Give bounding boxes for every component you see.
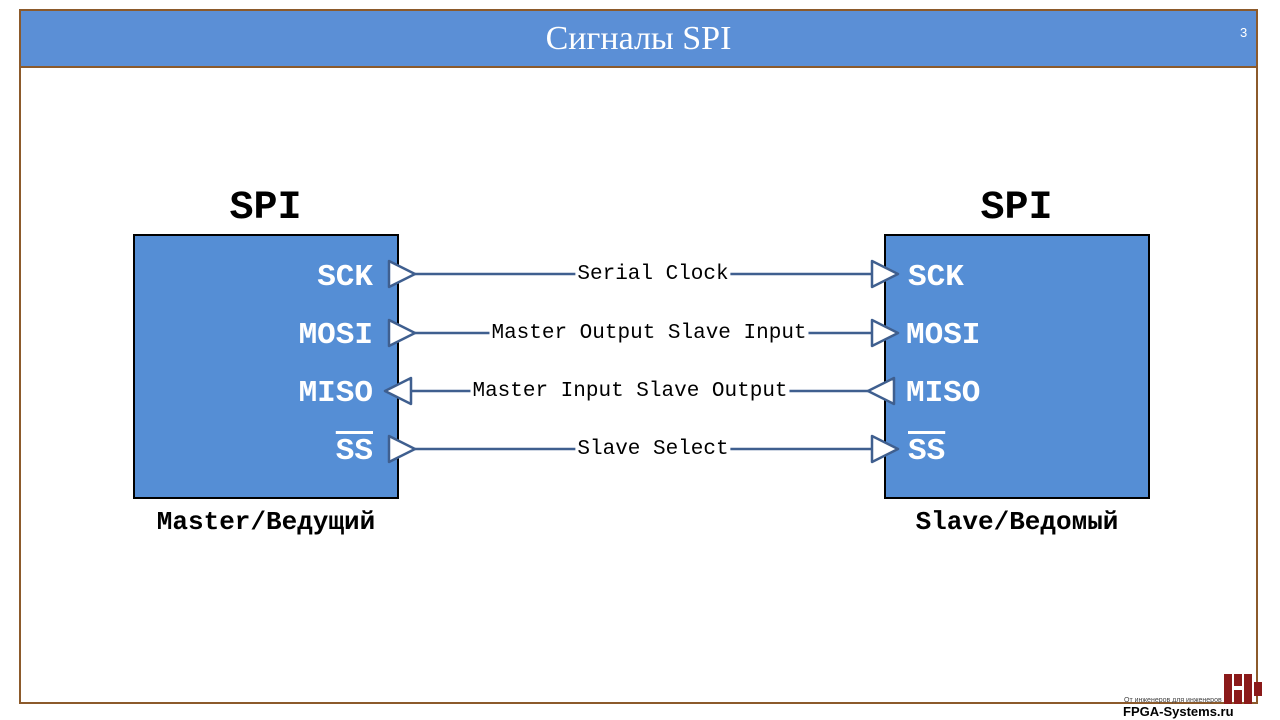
master-arrow-miso [383,376,413,406]
master-pin-ss: SS [335,434,373,469]
master-block-title: SPI [229,186,302,231]
slave-block: SCK MOSI MISO SS [884,234,1150,499]
slave-pin-miso: MISO [906,376,981,411]
master-arrow-ss [387,434,417,464]
slave-block-title: SPI [980,186,1053,231]
signal-label-mosi: Master Output Slave Input [489,322,809,345]
master-arrow-sck [387,259,417,289]
logo-name: FPGA-Systems.ru [1123,704,1234,719]
slave-pin-mosi: MOSI [906,318,981,353]
slide-number: 3 [1240,25,1248,40]
signal-label-ss: Slave Select [575,438,731,461]
slide-frame [19,9,1258,704]
master-pin-mosi: MOSI [298,318,373,353]
master-caption: Master/Ведущий [156,507,376,537]
master-pin-sck: SCK [317,260,373,295]
logo-tagline: От инженеров для инженеров [1124,697,1222,704]
signal-label-miso: Master Input Slave Output [470,380,790,403]
slave-arrow-sck [870,259,900,289]
slide-title: Сигналы SPI [545,19,732,57]
fpga-logo-icon [1224,674,1262,704]
slave-pin-sck: SCK [908,260,964,295]
slide-title-bar: Сигналы SPI [21,11,1256,68]
master-pin-miso: MISO [298,376,373,411]
signal-label-sck: Serial Clock [575,263,731,286]
master-arrow-mosi [387,318,417,348]
slave-arrow-mosi [870,318,900,348]
slave-arrow-ss [870,434,900,464]
slave-pin-ss: SS [908,434,946,469]
slave-arrow-miso [866,376,896,406]
master-block: SCK MOSI MISO SS [133,234,399,499]
slave-caption: Slave/Ведомый [915,507,1119,537]
